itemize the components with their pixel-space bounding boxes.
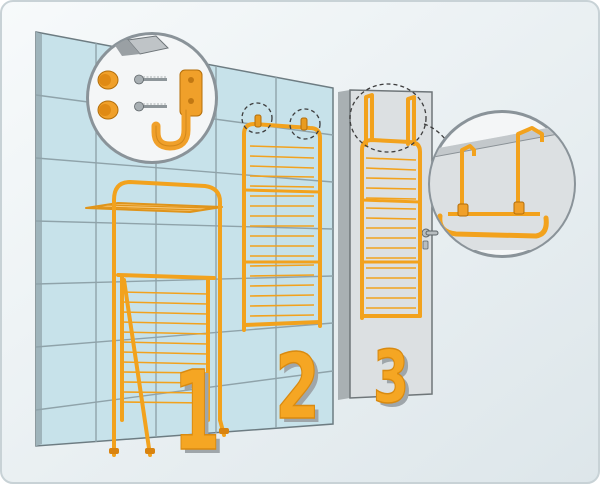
drying-rack-3-crossbars (361, 198, 421, 264)
step-label-2: 2 (279, 339, 324, 443)
step-number-1: 1 1 (172, 346, 224, 480)
wall-hook-icon (254, 114, 308, 131)
wall-hook-icon (151, 69, 203, 151)
screw-icon (134, 74, 167, 112)
step-label-1-face: 1 (173, 347, 220, 476)
wall-plug-icon (97, 70, 119, 120)
drying-rack-2 (242, 122, 322, 332)
hook-highlight-circles (241, 102, 321, 140)
drying-rack-1-bars (121, 291, 209, 404)
drying-rack-2-crossbars (243, 188, 321, 264)
drying-rack-2-bars (249, 145, 315, 317)
step-label-3-face: 3 (373, 335, 409, 419)
drying-rack-3 (360, 93, 422, 320)
step-number-3: 3 3 (372, 335, 413, 423)
hardware-magnifier (86, 32, 218, 164)
zoom-connector-line (423, 123, 447, 141)
door-hook-highlight-circle (349, 83, 427, 153)
step-label-1: 1 (177, 351, 224, 480)
drying-rack-1 (85, 180, 226, 457)
step-label-3: 3 (377, 339, 413, 423)
step-number-2: 2 2 (274, 335, 324, 444)
drying-rack-1-feet (109, 428, 229, 454)
screwdriver-bit (127, 35, 170, 55)
step-label-2-face: 2 (275, 335, 320, 439)
drying-rack-3-bars (365, 157, 417, 309)
door-handle-icon (421, 228, 439, 250)
door (338, 89, 439, 400)
door-hook-magnifier (428, 110, 576, 258)
